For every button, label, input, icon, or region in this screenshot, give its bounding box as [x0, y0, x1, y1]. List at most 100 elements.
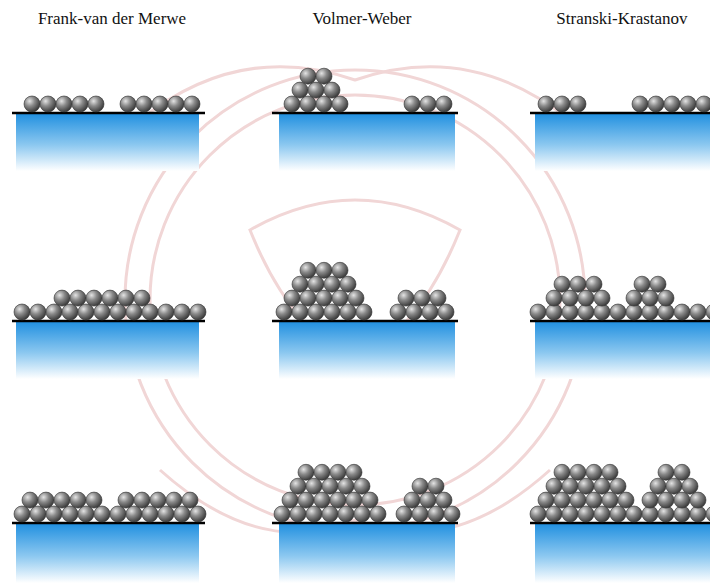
atom — [308, 82, 324, 98]
substrate — [279, 321, 455, 379]
atom — [618, 492, 634, 508]
atom — [340, 276, 356, 292]
atom — [298, 492, 314, 508]
atom — [72, 96, 88, 112]
atom — [46, 304, 62, 320]
atom — [338, 506, 354, 522]
atom — [110, 304, 126, 320]
atom — [538, 492, 554, 508]
atom — [324, 82, 340, 98]
atom — [586, 492, 602, 508]
atom — [308, 304, 324, 320]
atom — [38, 492, 54, 508]
atom — [648, 96, 664, 112]
atom — [78, 506, 94, 522]
atom — [578, 290, 594, 306]
atom — [316, 68, 332, 84]
atom — [70, 492, 86, 508]
atom — [706, 506, 710, 522]
atom — [420, 492, 436, 508]
atom — [436, 96, 452, 112]
atom — [690, 304, 706, 320]
atom — [330, 464, 346, 480]
atom — [554, 464, 570, 480]
atom — [306, 478, 322, 494]
atom — [530, 506, 546, 522]
atom — [554, 492, 570, 508]
atom — [284, 96, 300, 112]
atom — [78, 304, 94, 320]
atom — [62, 304, 78, 320]
atom — [346, 464, 362, 480]
atom — [324, 304, 340, 320]
atom — [602, 464, 618, 480]
atom — [136, 96, 152, 112]
atom — [398, 290, 414, 306]
atom — [658, 290, 674, 306]
atom — [316, 96, 332, 112]
atom — [306, 506, 322, 522]
atom — [150, 492, 166, 508]
atom — [110, 506, 126, 522]
column-title: Volmer-Weber — [313, 9, 412, 29]
atom — [404, 492, 420, 508]
atom — [562, 290, 578, 306]
atom — [642, 290, 658, 306]
atom — [626, 290, 642, 306]
atom — [314, 464, 330, 480]
atom — [40, 96, 56, 112]
atom — [626, 506, 642, 522]
atom — [610, 304, 626, 320]
atom — [354, 478, 370, 494]
atom — [30, 304, 46, 320]
atom — [14, 304, 30, 320]
atom — [274, 506, 290, 522]
atom — [546, 290, 562, 306]
atom — [682, 478, 698, 494]
atom — [290, 478, 306, 494]
atom — [696, 96, 710, 112]
substrate — [16, 523, 199, 583]
atom — [168, 96, 184, 112]
atom — [290, 506, 306, 522]
atom — [412, 478, 428, 494]
substrate-surface — [272, 522, 458, 525]
atom — [438, 304, 454, 320]
atom — [562, 478, 578, 494]
atom — [276, 304, 292, 320]
atom — [690, 492, 706, 508]
atom — [152, 96, 168, 112]
atom — [190, 506, 206, 522]
atom — [30, 506, 46, 522]
atom — [118, 492, 134, 508]
atom — [658, 492, 674, 508]
atom — [292, 82, 308, 98]
atom — [404, 96, 420, 112]
atom — [602, 492, 618, 508]
atom — [422, 304, 438, 320]
atom — [316, 290, 332, 306]
atom — [332, 262, 348, 278]
atom — [650, 276, 666, 292]
atom — [538, 96, 554, 112]
atom — [184, 96, 200, 112]
atom — [406, 304, 422, 320]
atom — [54, 290, 70, 306]
atom — [530, 304, 546, 320]
atom — [546, 506, 562, 522]
atom — [570, 464, 586, 480]
atom — [174, 506, 190, 522]
atom — [14, 506, 30, 522]
atom — [292, 304, 308, 320]
substrate-surface — [530, 112, 710, 115]
atom — [340, 304, 356, 320]
atom — [346, 492, 362, 508]
atom — [570, 96, 586, 112]
atom — [330, 492, 346, 508]
atom — [428, 478, 444, 494]
substrate — [279, 523, 455, 583]
atom — [578, 478, 594, 494]
atom — [324, 276, 340, 292]
atom — [308, 276, 324, 292]
